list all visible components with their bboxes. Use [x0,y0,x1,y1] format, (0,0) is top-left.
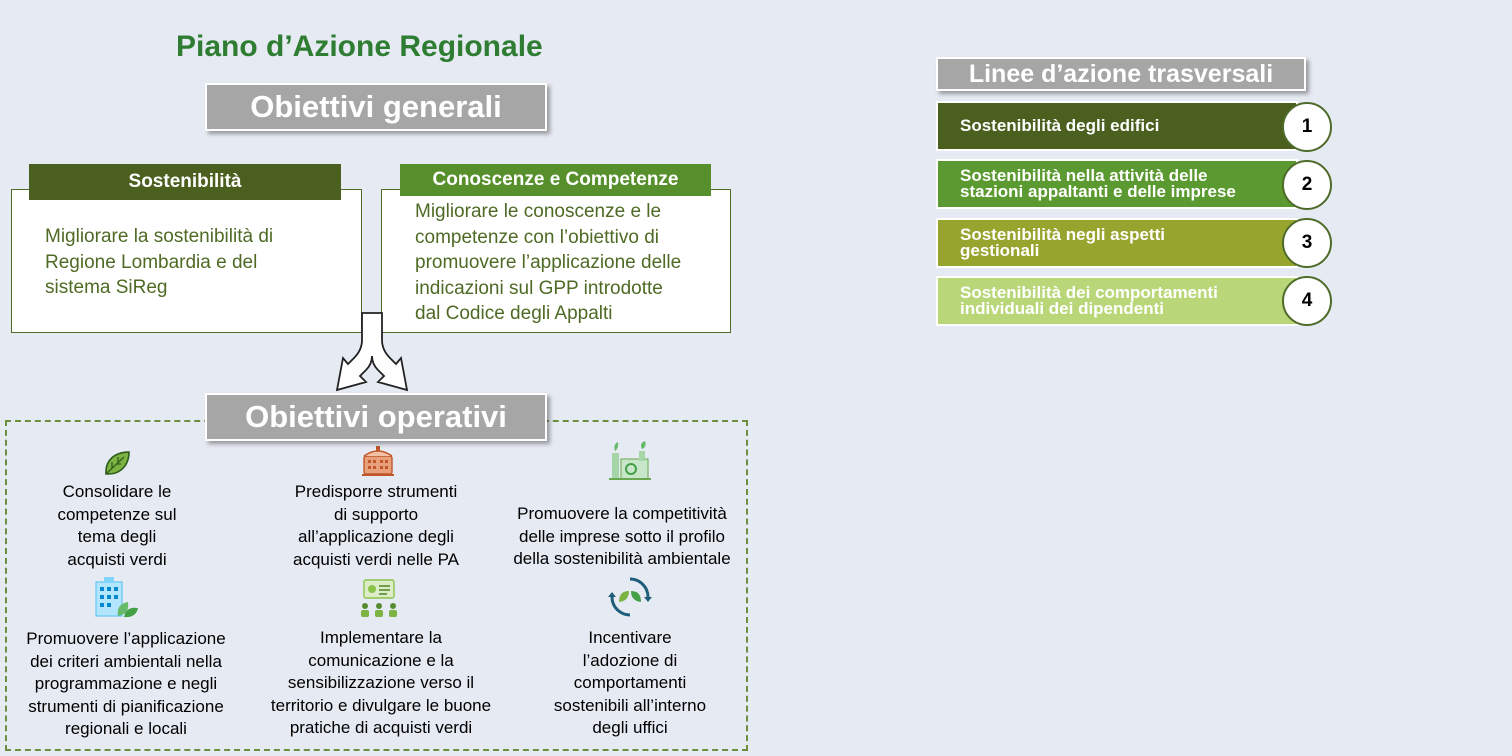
sustainability-header: Sostenibilità [29,164,341,200]
factory-icon [362,446,394,476]
recycle-leaf-icon [608,577,652,617]
sustainability-box [11,189,362,333]
line-number-1: 1 [1282,102,1332,152]
op-item-5: Implementare la comunicazione e la sensi… [270,628,492,737]
operative-objectives-banner: Obiettivi operativi [205,393,547,441]
sustainability-text: Migliorare la sostenibilità di Regione L… [45,226,274,298]
general-objectives-banner: Obiettivi generali [205,83,547,131]
knowledge-text: Migliorare le conoscenze e le competenze… [415,201,682,324]
page-title: Piano d’Azione Regionale [176,30,543,63]
op-item-3: Promuovere la competitività delle impres… [513,504,731,568]
transversal-lines-banner: Linee d’azione trasversali [936,57,1306,91]
eco-factory-icon [609,441,651,480]
transversal-line-1: Sostenibilità degli edifici [936,101,1298,151]
knowledge-header: Conoscenze e Competenze [400,164,711,196]
op-item-2: Predisporre strumenti di supporto all’ap… [293,482,459,569]
op-item-6: Incentivare l’adozione di comportamenti … [553,628,707,737]
green-building-icon [95,577,138,618]
knowledge-box [381,189,731,333]
line-number-3: 3 [1282,218,1332,268]
split-arrow-icon [335,312,409,392]
communication-icon [361,579,397,617]
line-number-4: 4 [1282,276,1332,326]
leaf-icon [105,451,130,475]
op-item-1: Consolidare le competenze sul tema degli… [57,482,177,569]
line-number-2: 2 [1282,160,1332,210]
op-item-4: Promuovere l’applicazione dei criteri am… [26,629,226,738]
